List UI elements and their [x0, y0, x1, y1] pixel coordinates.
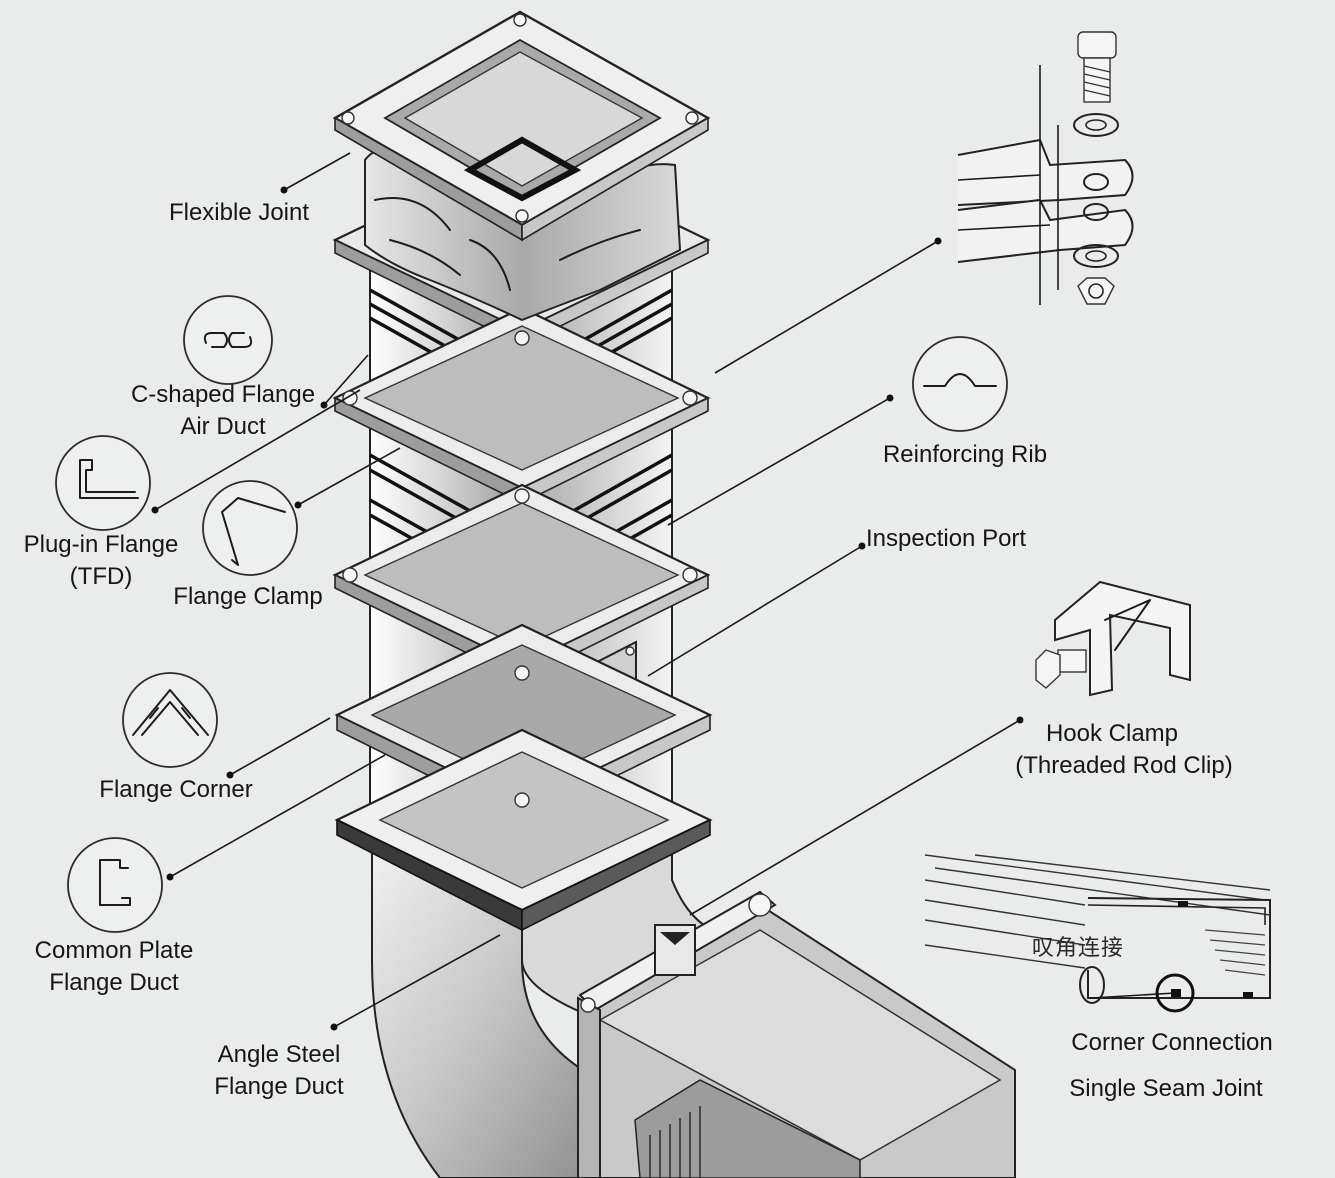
plug-in-flange-icon: [55, 435, 151, 531]
flange-corner-icon: [122, 672, 218, 768]
label-common-plate-sub: Flange Duct: [49, 969, 179, 996]
label-hook-clamp: Hook Clamp: [1045, 720, 1179, 747]
label-hook-clamp-sub: (Threaded Rod Clip): [1015, 752, 1233, 779]
label-c-shaped-flange-sub: Air Duct: [180, 413, 266, 440]
label-angle-steel-sub: Flange Duct: [214, 1073, 344, 1100]
label-plug-in-flange-sub: (TFD): [69, 563, 133, 590]
label-single-seam-joint: Single Seam Joint: [1069, 1075, 1263, 1102]
label-flange-corner: Flange Corner: [99, 776, 253, 803]
label-common-plate: Common Plate: [34, 937, 194, 964]
reinforcing-rib-icon: [912, 336, 1008, 432]
flange-clamp-icon: [202, 480, 298, 576]
label-flexible-joint: Flexible Joint: [168, 199, 310, 226]
label-c-shaped-flange: C-shaped Flange: [130, 381, 316, 408]
label-inspection-port: Inspection Port: [866, 525, 1027, 552]
label-angle-steel: Angle Steel: [217, 1041, 341, 1068]
bolt-detail: [957, 31, 1134, 305]
leader-lines: [151, 152, 1024, 1031]
common-plate-icon: [67, 837, 163, 933]
seam-joint-detail: [924, 854, 1271, 1013]
label-corner-connection: Corner Connection: [1071, 1029, 1273, 1056]
label-plug-in-flange: Plug-in Flange: [23, 531, 179, 558]
label-flange-clamp: Flange Clamp: [173, 583, 323, 610]
label-reinforcing-rib: Reinforcing Rib: [882, 441, 1048, 468]
hook-clamp-detail: [1035, 580, 1191, 697]
label-seam-cjk: 叹角连接: [1032, 936, 1125, 961]
c-flange-icon: [183, 295, 273, 385]
horizontal-duct: [577, 890, 1016, 1178]
top-flange: [332, 10, 711, 242]
